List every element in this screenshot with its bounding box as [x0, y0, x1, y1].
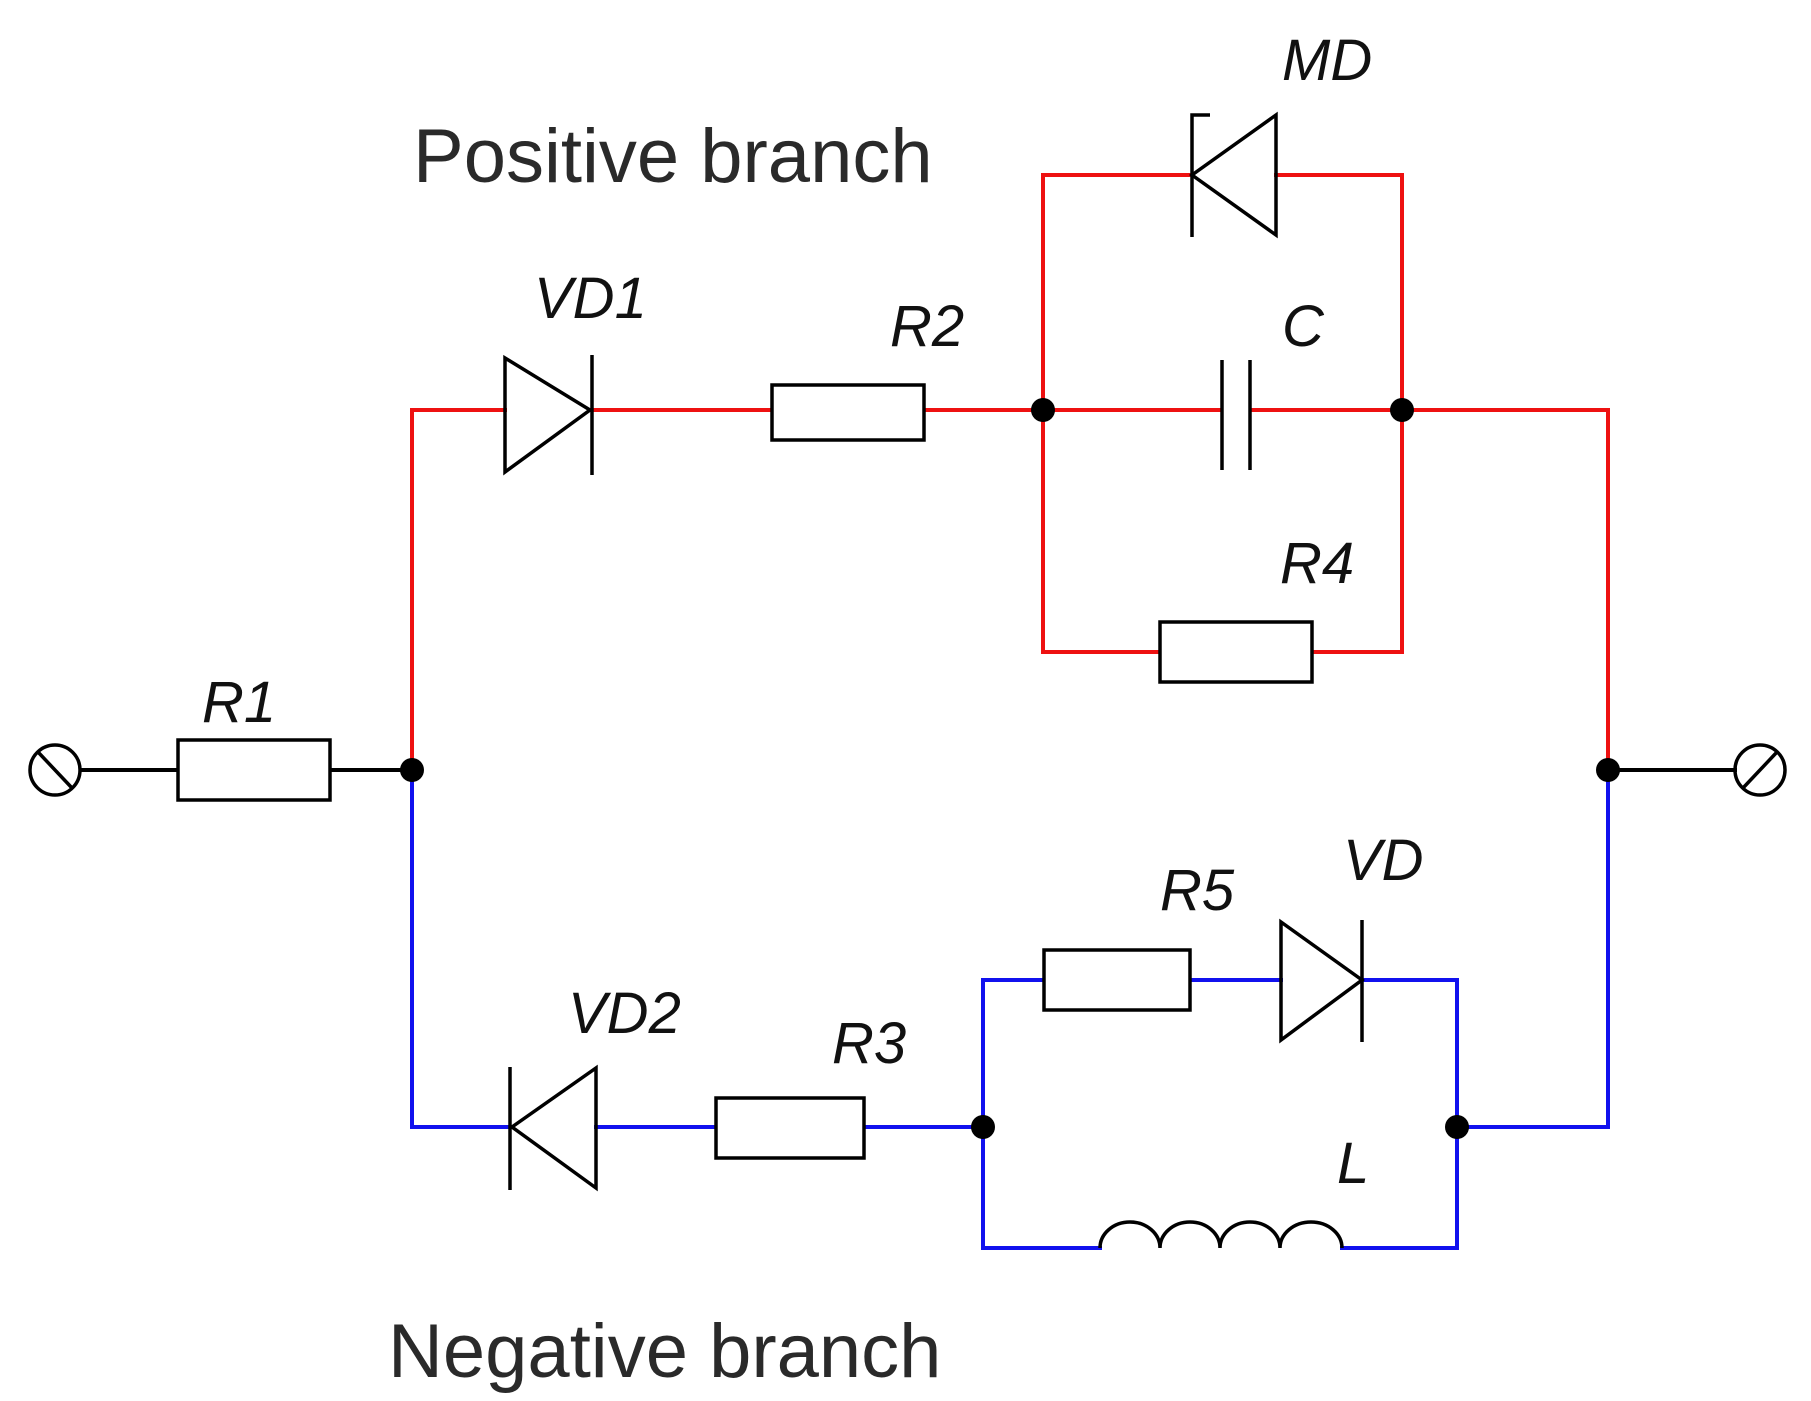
node-right [1596, 758, 1620, 782]
resistor-r3 [714, 1096, 866, 1160]
node-neg-left [971, 1115, 995, 1139]
diode-vd1 [503, 354, 594, 476]
label-vd2: VD2 [568, 981, 681, 1046]
node-neg-right [1445, 1115, 1469, 1139]
inductor-l [1098, 1220, 1344, 1249]
label-l: L [1337, 1131, 1369, 1196]
label-vd: VD [1343, 828, 1424, 893]
junction-nodes [400, 398, 1620, 1139]
label-r2: R2 [890, 294, 964, 359]
output-terminal [1733, 743, 1787, 797]
positive-branch-title: Positive branch [413, 114, 933, 199]
label-r5: R5 [1160, 858, 1235, 923]
label-r4: R4 [1280, 531, 1354, 596]
node-pos-left [1031, 398, 1055, 422]
negative-branch-wires [410, 768, 1610, 1250]
resistor-r5 [1042, 948, 1192, 1012]
positive-branch-wires [410, 173, 1610, 772]
diode-md [1188, 111, 1278, 239]
diode-vd2 [508, 1064, 598, 1192]
negative-branch-title: Negative branch [388, 1309, 941, 1394]
label-md: MD [1282, 28, 1372, 93]
label-r3: R3 [832, 1011, 906, 1076]
node-left [400, 758, 424, 782]
diode-vd [1279, 918, 1365, 1044]
node-pos-right [1390, 398, 1414, 422]
label-r1: R1 [202, 670, 276, 735]
input-terminal [28, 743, 82, 797]
label-c: C [1282, 294, 1325, 359]
resistor-r1 [176, 738, 332, 802]
capacitor-c [1220, 360, 1252, 470]
resistor-r4 [1158, 620, 1314, 684]
resistor-r2 [770, 383, 926, 442]
label-vd1: VD1 [534, 266, 647, 331]
